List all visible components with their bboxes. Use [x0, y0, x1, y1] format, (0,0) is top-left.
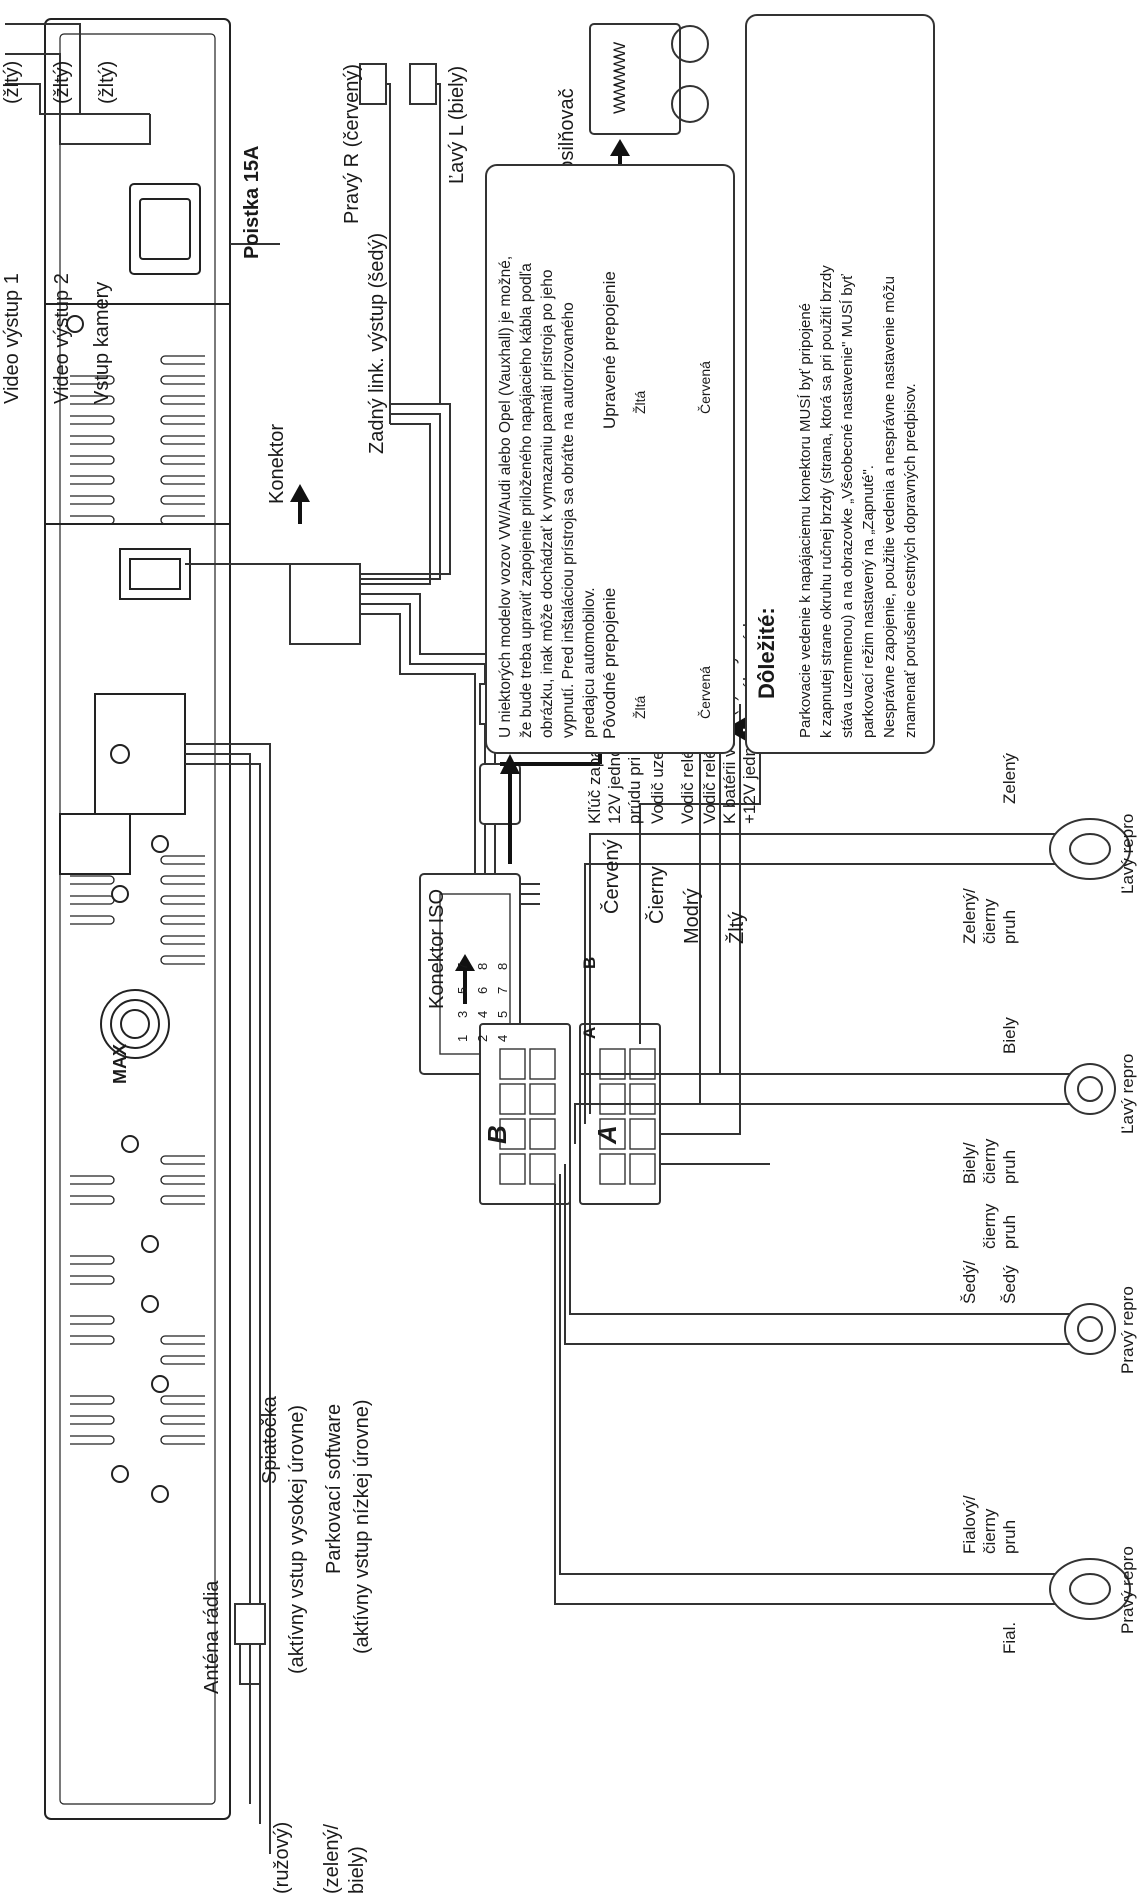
vw-orig-yellow: Žltá [632, 695, 648, 719]
video-out-1-label: Video výstup 1 [1, 273, 23, 404]
wire-blue-color: Modrý [681, 888, 703, 944]
spk-rr-name-1: Pravý repro [1118, 1546, 1137, 1634]
speaker-left-front [1064, 1063, 1116, 1115]
camera-in-color: (žltý) [96, 60, 118, 104]
spk-lf-wire-b3: pruh [1000, 1149, 1019, 1184]
spk-lf-wire-b2: čierny [980, 1138, 999, 1184]
spk-rf-name-1: Pravý repro [1118, 1286, 1137, 1374]
parking-color-2: biely) [346, 1846, 368, 1894]
rca-right-label: Pravý R (červený) [341, 63, 363, 224]
vw-note-line-5: predajcu automobilov. [581, 587, 598, 739]
amplifier-panel: WWWWW [610, 43, 629, 114]
important-line-4: parkovací režim nastavený na „Zapnuté". [860, 465, 877, 738]
wire-yellow-color: Žltý [726, 911, 748, 944]
spk-lr-wire-b3: pruh [1000, 909, 1019, 944]
spk-rr-wire-b2: čierny [980, 1508, 999, 1554]
spk-rr-wire-b1: Fialový/ [960, 1495, 979, 1554]
pin-a-label: A [580, 1026, 599, 1039]
pin-b-label: B [580, 956, 599, 969]
vw-mod-yellow: Žltá [632, 390, 648, 414]
important-line-3: stáva uzemnenou) a na obrazovke „Všeobec… [839, 274, 856, 738]
vw-note-line-2: že bude treba upraviť zapojenie priložen… [518, 263, 535, 738]
iso-pin-number: 3 [455, 1010, 470, 1018]
spk-lf-wire-b1: Biely/ [960, 1142, 979, 1184]
camera-in-label: Vstup kamery [91, 281, 113, 404]
spk-lr-wire-a: Zelený [1000, 752, 1019, 804]
iso-pin-number: 7 [495, 986, 510, 994]
important-line-2: k zapnutej strane okruhu ručnej brzdy (s… [818, 265, 835, 738]
spk-lr-name-1: Ľavý repro [1118, 813, 1137, 894]
connector-label: Konektor [266, 423, 288, 504]
rca-output-label: Zadný link. výstup (šedý) [366, 232, 388, 454]
fuse-label: Poistka 15A [241, 145, 263, 259]
important-line-1: Parkovacie vedenie k napájaciemu konekto… [797, 302, 814, 738]
iso-pin-number: 8 [475, 962, 490, 970]
vw-note-line-4: vypnutí. Pred inštaláciou prístroja sa o… [560, 302, 577, 738]
vw-original-title: Pôvodné prepojenie [600, 587, 619, 739]
spk-lf-wire-a: Biely [1000, 1017, 1019, 1054]
video-out-1-color: (žltý) [1, 60, 23, 104]
vw-mod-red: Červená [697, 361, 713, 414]
spk-rf-wire-b3: pruh [1000, 1214, 1019, 1249]
spk-lr-wire-b1: Zelený/ [960, 888, 979, 944]
parking-label: Parkovací software [323, 1403, 345, 1574]
brand-label: MAX [110, 1044, 130, 1084]
speaker-right-rear [1049, 1558, 1131, 1620]
important-line-5: Nesprávne zapojenie, použitie vedenia a … [881, 276, 898, 738]
reverse-label: Spiatočka [259, 1396, 281, 1484]
amplifier [589, 23, 681, 135]
speaker-left-rear [1049, 818, 1131, 880]
iso-pin-number: 5 [455, 986, 470, 994]
head-unit-chassis [44, 18, 231, 1820]
spk-lr-wire-b2: čierny [980, 898, 999, 944]
vw-modified-title: Upravené prepojenie [600, 271, 619, 429]
iso-pin-number: 5 [495, 1010, 510, 1018]
video-out-2-label: Video výstup 2 [51, 273, 73, 404]
antenna-label: Anténa rádia [201, 1580, 223, 1694]
spk-rr-wire-a: Fial. [1000, 1621, 1019, 1654]
important-line-6: znamenať porušenie cestných dopravných p… [902, 383, 919, 738]
iso-pin-number: 2 [475, 1034, 490, 1042]
vw-note-line-3: obrázku, inak môže dochádzať k vymazaniu… [539, 269, 556, 738]
rca-left-label: Ľavý L (biely) [446, 65, 468, 184]
plug-b-letter: B [482, 1125, 512, 1144]
antenna-color: (ružový) [271, 1821, 293, 1894]
video-out-2-color: (žltý) [51, 60, 73, 104]
reverse-sub: (aktívny vstup vysokej úrovne) [286, 1405, 308, 1674]
parking-sub: (aktívny vstup nízkej úrovne) [351, 1399, 373, 1654]
vw-note-line-1: U niektorých modelov vozov VW/Audi alebo… [497, 255, 514, 738]
iso-pin-number: 1 [455, 1034, 470, 1042]
spk-rf-wire-b1: Šedý/ [960, 1260, 979, 1304]
iso-pin-number: 4 [495, 1034, 510, 1042]
vw-orig-red: Červená [697, 666, 713, 719]
iso-pin-number: 7 [455, 962, 470, 970]
iso-pin-number: 8 [495, 962, 510, 970]
speaker-right-front [1064, 1303, 1116, 1355]
spk-rf-wire-a: Šedý [1000, 1265, 1019, 1304]
wire-red-color: Červený [601, 839, 623, 914]
connector-block [289, 563, 361, 645]
spk-lf-name-1: Ľavý repro [1118, 1053, 1137, 1134]
parking-color-1: (zelený/ [321, 1823, 343, 1894]
spk-rf-wire-b2: čierny [980, 1203, 999, 1249]
iso-pin-number: 4 [475, 1010, 490, 1018]
important-title: Dôležité: [754, 607, 779, 699]
iso-connector-label: Konektor ISO [426, 888, 448, 1009]
iso-pin-number: 6 [475, 986, 490, 994]
plug-a-letter: A [592, 1125, 622, 1144]
wire-black-color: Čierny [646, 866, 668, 924]
spk-rr-wire-b3: pruh [1000, 1519, 1019, 1554]
